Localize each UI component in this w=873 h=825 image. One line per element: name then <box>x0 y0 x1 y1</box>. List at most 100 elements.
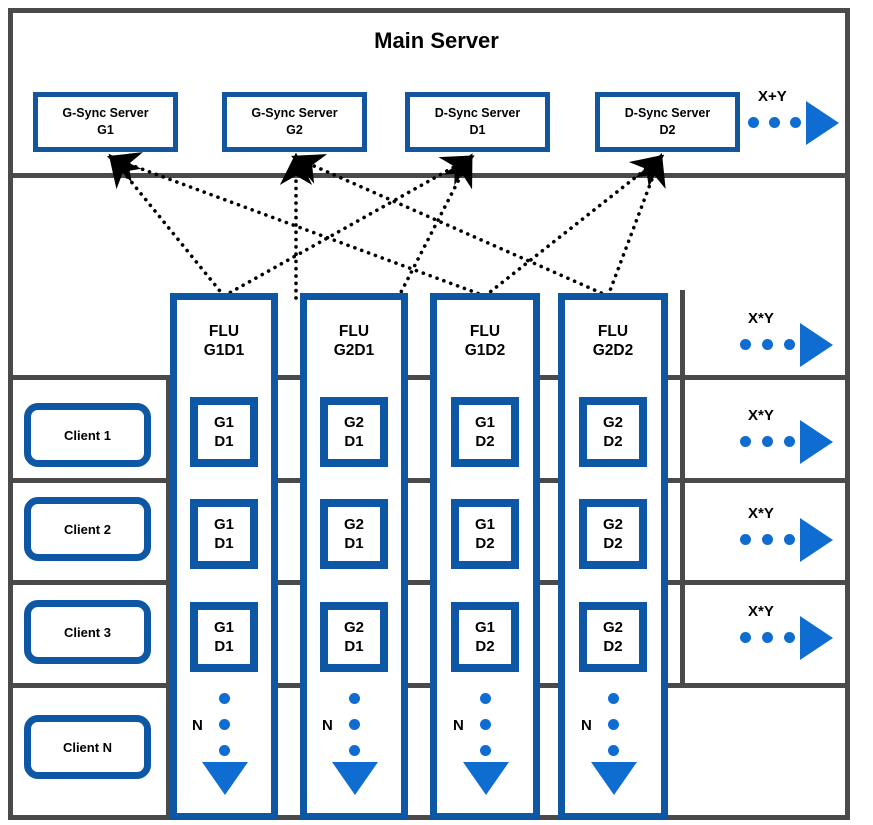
continuation-dot-3 <box>219 745 230 756</box>
sync-server-label-g2: G-Sync Server G2 <box>251 106 338 137</box>
client-flow-group-0: X*Y <box>740 310 835 370</box>
client-box-3[interactable]: Client 3 <box>24 600 151 664</box>
flu-unit-bottom-label: D2 <box>603 638 623 655</box>
continuation-arrow-icon <box>463 762 509 795</box>
flu-unit-g2d1-2[interactable]: G2 D1 <box>320 499 388 569</box>
flu-unit-bottom-label: D1 <box>214 638 234 655</box>
server-flow-group: X+Y <box>748 88 839 148</box>
link-flu-g1d1-to-d1 <box>222 155 475 298</box>
sync-server-box-g2[interactable]: G-Sync Server G2 <box>222 92 367 152</box>
client-flow-label: X*Y <box>748 505 774 522</box>
flu-unit-g1d1-1[interactable]: G1 D1 <box>190 397 258 467</box>
flu-unit-g2d2-1[interactable]: G2 D2 <box>579 397 647 467</box>
client-flow-dot-1 <box>740 534 751 545</box>
flu-unit-top-label: G2 <box>343 515 364 533</box>
client-box-2[interactable]: Client 2 <box>24 497 151 561</box>
continuation-arrow-icon <box>332 762 378 795</box>
flu-title-g2d1: FLU G2D1 <box>333 323 375 360</box>
flu-unit-bottom-label: D2 <box>475 638 495 655</box>
flu-unit-g1d2-3[interactable]: G1 D2 <box>451 602 519 672</box>
flu-unit-g2d1-1[interactable]: G2 D1 <box>320 397 388 467</box>
row-divider-client-3 <box>8 683 850 688</box>
flu-unit-g1d1-3[interactable]: G1 D1 <box>190 602 258 672</box>
frame-right-border <box>845 8 850 820</box>
flu-unit-top-label: G1 <box>474 618 495 636</box>
client-label: Client N <box>62 739 113 755</box>
flu-unit-top-label: G2 <box>602 515 623 533</box>
client-label: Client 2 <box>64 521 111 537</box>
server-flow-dot-1 <box>748 117 759 128</box>
flu-unit-bottom-label: D2 <box>603 535 623 552</box>
sync-server-label-d1: D-Sync Server D1 <box>434 106 521 137</box>
flu-unit-top-label: G1 <box>474 515 495 533</box>
frame-left-border <box>8 8 13 820</box>
client-flow-label: X*Y <box>748 407 774 424</box>
continuation-label: N <box>453 717 464 734</box>
sync-server-box-d1[interactable]: D-Sync Server D1 <box>405 92 550 152</box>
continuation-dot-1 <box>480 693 491 704</box>
client-flow-dot-1 <box>740 436 751 447</box>
sync-server-box-g1[interactable]: G-Sync Server G1 <box>33 92 178 152</box>
continuation-arrow-icon <box>202 762 248 795</box>
row-divider-main-server <box>8 173 850 178</box>
flu-unit-bottom-label: D1 <box>344 433 364 450</box>
continuation-dot-2 <box>219 719 230 730</box>
client-flow-dot-2 <box>762 632 773 643</box>
flu-unit-bottom-label: D2 <box>475 535 495 552</box>
flu-column-g2d1[interactable]: FLU G2D1 <box>300 293 408 820</box>
client-flow-label: X*Y <box>748 603 774 620</box>
client-flow-arrow-icon <box>800 420 833 464</box>
client-flow-dot-3 <box>784 534 795 545</box>
continuation-dot-1 <box>608 693 619 704</box>
flu-title-g2d2: FLU G2D2 <box>592 323 634 360</box>
server-flow-dot-3 <box>790 117 801 128</box>
flu-title-g1d2: FLU G1D2 <box>464 323 506 360</box>
row-divider-flu-header <box>8 375 850 380</box>
client-label: Client 1 <box>64 427 111 443</box>
client-flow-dot-1 <box>740 632 751 643</box>
continuation-dot-1 <box>349 693 360 704</box>
flu-unit-g1d2-2[interactable]: G1 D2 <box>451 499 519 569</box>
link-flu-g1d1-to-g1 <box>108 153 226 298</box>
client-box-1[interactable]: Client 1 <box>24 403 151 467</box>
flu-unit-top-label: G2 <box>343 413 364 431</box>
link-flu-g2d1-to-d1 <box>396 153 473 300</box>
link-flu-g1d2-to-d2 <box>483 154 665 298</box>
flu-unit-g1d2-1[interactable]: G1 D2 <box>451 397 519 467</box>
flu-unit-g2d1-3[interactable]: G2 D1 <box>320 602 388 672</box>
flu-unit-bottom-label: D1 <box>214 433 234 450</box>
client-flow-dot-2 <box>762 436 773 447</box>
continuation-label: N <box>581 717 592 734</box>
client-flow-dot-2 <box>762 534 773 545</box>
row-divider-client-2 <box>8 580 850 585</box>
flu-continuation-g1d2: N <box>453 690 523 795</box>
flu-unit-g2d2-2[interactable]: G2 D2 <box>579 499 647 569</box>
continuation-dot-2 <box>608 719 619 730</box>
flu-unit-bottom-label: D1 <box>214 535 234 552</box>
client-flow-group-3: X*Y <box>740 603 835 663</box>
flu-unit-top-label: G2 <box>343 618 364 636</box>
client-flow-dot-3 <box>784 632 795 643</box>
flu-title-g1d1: FLU G1D1 <box>203 323 245 360</box>
flu-unit-bottom-label: D1 <box>344 638 364 655</box>
client-flow-dot-3 <box>784 436 795 447</box>
flu-continuation-g2d1: N <box>322 690 392 795</box>
flu-unit-g2d2-3[interactable]: G2 D2 <box>579 602 647 672</box>
client-box-n[interactable]: Client N <box>24 715 151 779</box>
flu-continuation-g1d1: N <box>192 690 262 795</box>
flu-unit-g1d1-2[interactable]: G1 D1 <box>190 499 258 569</box>
flu-unit-top-label: G1 <box>474 413 495 431</box>
client-flow-dot-1 <box>740 339 751 350</box>
client-flow-arrow-icon <box>800 323 833 367</box>
sync-server-box-d2[interactable]: D-Sync Server D2 <box>595 92 740 152</box>
sync-server-label-d2: D-Sync Server D2 <box>624 106 711 137</box>
frame-bottom-border <box>8 815 850 820</box>
server-flow-dot-2 <box>769 117 780 128</box>
continuation-dot-2 <box>349 719 360 730</box>
continuation-dot-1 <box>219 693 230 704</box>
frame-top-border <box>8 8 850 13</box>
continuation-label: N <box>322 717 333 734</box>
sync-server-label-g1: G-Sync Server G1 <box>62 106 149 137</box>
client-flow-label: X*Y <box>748 310 774 327</box>
